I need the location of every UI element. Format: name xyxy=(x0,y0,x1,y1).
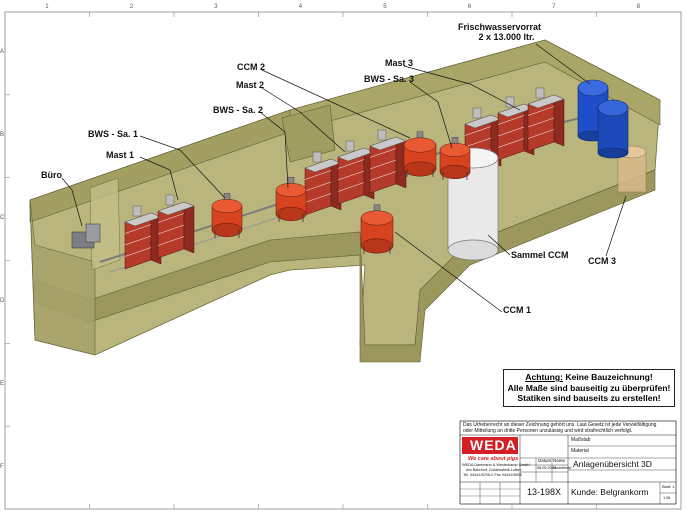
warning-line1: Achtung: Keine Bauzeichnung! xyxy=(504,372,674,383)
label-ccm1: CCM 1 xyxy=(503,305,532,315)
building-central-bay xyxy=(281,104,336,163)
weda-logo-text: WEDA xyxy=(470,437,517,453)
leader-line-frischwasser xyxy=(535,43,591,85)
customer: Kunde: Belgrankorm xyxy=(571,487,649,497)
leader-line-sammel-ccm xyxy=(487,234,511,256)
company-line1: WEDA Dammann & Westerkamp GmbH xyxy=(462,463,530,467)
copyright-line1: Das Urheberrecht an dieser Zeichnung geh… xyxy=(463,422,657,428)
leader-line-buero xyxy=(61,177,83,227)
mixer-unit xyxy=(157,194,195,259)
grid-column-label: 6 xyxy=(467,4,472,10)
company-line3: Tel. 04441/8705-0 Fax 04441/8505 xyxy=(463,473,522,477)
office-equipment xyxy=(85,223,101,243)
mixer-unit xyxy=(527,87,565,152)
warning-line1-rest: Keine Bauzeichnung! xyxy=(562,372,653,382)
leader-line-mast1 xyxy=(139,156,179,201)
leader-line-bws-sa2 xyxy=(259,111,289,189)
leader-line-mast3 xyxy=(403,65,521,111)
grid-row-label: E xyxy=(0,380,5,387)
copyright-line2: oder Mitteilung an dritte Personen unzul… xyxy=(463,428,633,434)
label-sammel-ccm: Sammel CCM xyxy=(511,250,569,260)
field-datum: Datum xyxy=(538,458,552,463)
field-massstab: Maßstab xyxy=(571,437,591,443)
grid-row-label: B xyxy=(0,132,5,139)
grid-column-label: 7 xyxy=(552,4,556,10)
grid-column-label: 8 xyxy=(636,4,641,10)
warning-box: Achtung: Keine Bauzeichnung! Alle Maße s… xyxy=(503,369,675,407)
leader-line-bws-sa1 xyxy=(139,135,226,199)
sheet-of: 1 Bl. xyxy=(663,495,672,500)
building-left-end xyxy=(29,199,96,356)
label-frischwasser-line1: Frischwasservorrat xyxy=(458,22,542,32)
leader-line-ccm3 xyxy=(605,195,627,257)
title-block xyxy=(459,420,677,505)
label-mast2: Mast 2 xyxy=(236,80,265,90)
warning-line2: Alle Maße sind bauseitig zu überprüfen! xyxy=(507,382,671,393)
label-ccm3: CCM 3 xyxy=(588,256,617,266)
grid-row-label: D xyxy=(0,297,5,304)
label-ccm2: CCM 2 xyxy=(237,62,266,72)
grid-row-label: C xyxy=(0,215,5,222)
grid-column-label: 2 xyxy=(129,4,134,10)
red-tank xyxy=(403,131,437,177)
red-tank xyxy=(439,137,471,180)
name-value: Modellierer xyxy=(553,466,572,470)
warning-line3: Statiken sind bauseits zu erstellen! xyxy=(517,393,661,403)
building-front-wall xyxy=(34,169,656,363)
ccm3-tank xyxy=(617,151,647,193)
weda-slogan: We care about pigs xyxy=(468,456,519,462)
field-material: Material xyxy=(571,448,589,454)
sheet-label: Blatt: 1 xyxy=(662,484,675,489)
label-buero: Büro xyxy=(41,170,62,180)
grid-row-label: A xyxy=(0,49,5,56)
red-tank xyxy=(275,177,307,222)
leader-line-mast2 xyxy=(261,87,346,153)
leader-line-ccm1 xyxy=(394,231,503,313)
field-name: Name xyxy=(553,458,566,463)
leader-line-ccm2 xyxy=(261,69,411,139)
label-bws-sa1: BWS - Sa. 1 xyxy=(88,129,139,139)
label-bws-sa2: BWS - Sa. 2 xyxy=(213,105,264,115)
label-frischwasser: Frischwasservorrat 2 x 13.000 ltr. xyxy=(458,22,541,42)
red-tank xyxy=(211,193,243,238)
label-bws-sa3: BWS - Sa. 3 xyxy=(364,74,415,84)
label-mast1: Mast 1 xyxy=(106,150,135,160)
mixer-unit xyxy=(369,129,407,194)
grid-column-label: 5 xyxy=(383,4,387,10)
drawing-title: Anlagenübersicht 3D xyxy=(573,459,652,469)
grid-column-label: 1 xyxy=(45,4,49,10)
leader-line-bws-sa3 xyxy=(409,81,453,149)
label-mast3: Mast 3 xyxy=(385,58,414,68)
sammel-ccm-silo-base xyxy=(447,239,499,261)
grid-row-label: F xyxy=(0,463,4,470)
red-tank xyxy=(360,204,394,254)
drawing-number: 13-198X xyxy=(527,487,562,497)
grid-column-label: 4 xyxy=(298,4,303,10)
date-value: 08.05.2013 xyxy=(537,466,557,470)
company-line2: Am Bahnhof, Goldenstedt-Lutten xyxy=(466,468,522,472)
grid-column-label: 3 xyxy=(214,4,218,10)
warning-achtung: Achtung: xyxy=(525,372,563,382)
fresh-water-tank xyxy=(597,99,629,159)
label-frischwasser-line2: 2 x 13.000 ltr. xyxy=(478,32,535,42)
weda-logo-box xyxy=(462,437,518,454)
